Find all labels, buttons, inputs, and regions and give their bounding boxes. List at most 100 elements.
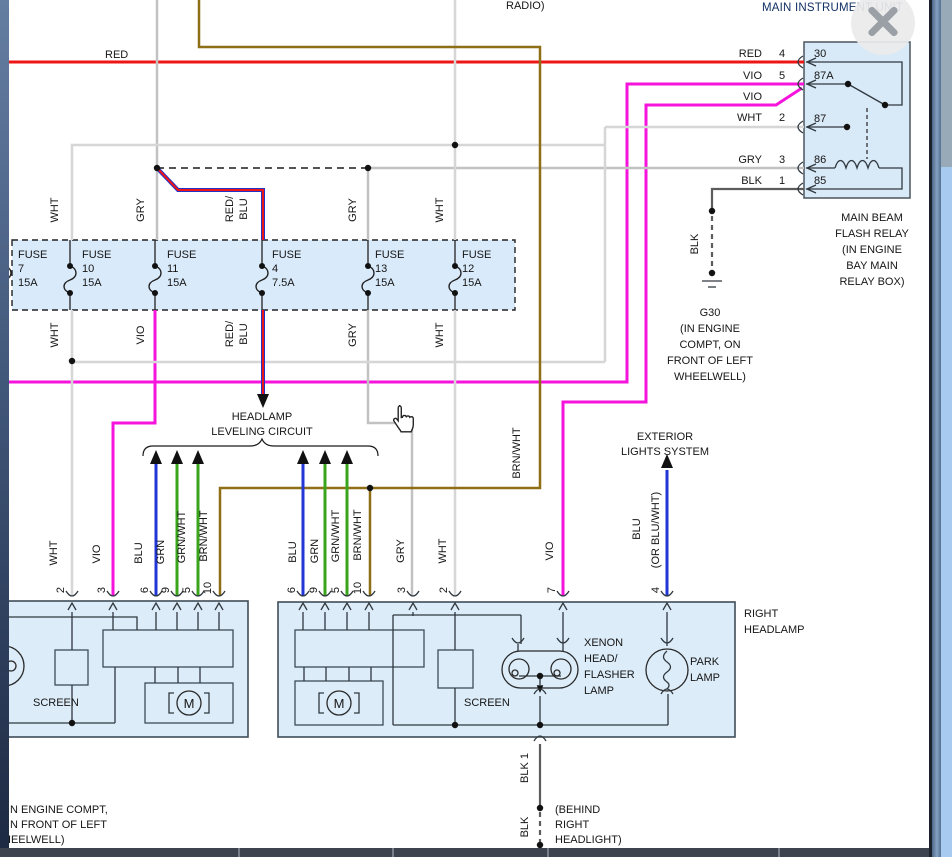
connector-arc-icon bbox=[212, 590, 226, 597]
diagram-label: RED/ bbox=[224, 320, 236, 347]
diagram-label: WHT bbox=[49, 322, 61, 347]
right-motor-box bbox=[294, 680, 384, 726]
arrow-up-icon bbox=[171, 450, 183, 464]
component-line bbox=[168, 692, 174, 714]
diagram-label: BLK bbox=[519, 816, 531, 837]
arrow-up-icon bbox=[297, 450, 309, 464]
diagram-label: BLK 1 bbox=[519, 753, 531, 783]
diagram-label: 4 bbox=[650, 587, 662, 593]
diagram-label: 3 bbox=[779, 154, 785, 166]
connector-arc-icon bbox=[318, 590, 332, 597]
fuse-label: 15A bbox=[167, 277, 187, 289]
diagram-label: (IN ENGINE bbox=[842, 244, 902, 256]
fuse-label: 15A bbox=[82, 277, 102, 289]
connector-arc-icon bbox=[533, 688, 547, 695]
arrow-up-icon bbox=[661, 454, 673, 468]
pin-arrow-icon bbox=[172, 601, 182, 611]
diagram-label: MAIN BEAM bbox=[841, 212, 903, 224]
diagram-label: FLASH RELAY bbox=[835, 228, 909, 240]
pin-arrow-icon bbox=[151, 601, 161, 611]
diagram-label: M bbox=[334, 696, 345, 711]
wire-vio bbox=[111, 310, 157, 596]
junction-dot bbox=[259, 290, 265, 296]
diagram-label: WHT bbox=[434, 197, 446, 222]
connector-arc-icon bbox=[511, 637, 525, 644]
connector-arc-icon bbox=[556, 590, 570, 597]
scrollbar-thumb[interactable] bbox=[941, 0, 952, 167]
taskbar-separator bbox=[778, 848, 780, 857]
pin-arrow-icon bbox=[214, 601, 224, 611]
junction-dot bbox=[452, 290, 458, 296]
junction-dot bbox=[365, 290, 371, 296]
connector-arc-icon bbox=[106, 590, 120, 597]
diagram-label: HEELWELL) bbox=[3, 834, 65, 846]
taskbar-separator bbox=[392, 848, 394, 857]
diagram-label: 6 bbox=[139, 587, 151, 593]
fuse-label: 15A bbox=[375, 277, 395, 289]
junction-dot bbox=[451, 721, 459, 729]
relay-pin-arrow-icon bbox=[805, 79, 817, 89]
wire-blk bbox=[710, 187, 804, 211]
diagram-label: SCREEN bbox=[464, 697, 510, 709]
junction-dot bbox=[67, 290, 73, 296]
right-leveling-module bbox=[294, 629, 425, 668]
connector-arc-icon bbox=[533, 735, 547, 742]
diagram-label: 6 bbox=[286, 587, 298, 593]
connector-arc-icon bbox=[797, 77, 804, 91]
scrollbar-track[interactable] bbox=[941, 0, 952, 857]
diagram-label: BLU bbox=[631, 518, 643, 539]
diagram-label: RIGHT bbox=[555, 819, 590, 831]
close-button[interactable] bbox=[851, 0, 915, 55]
diagram-label: GRY bbox=[347, 323, 359, 347]
pin-arrow-icon bbox=[108, 601, 118, 611]
junction-dot bbox=[452, 263, 458, 269]
diagram-label: 4 bbox=[779, 48, 785, 60]
diagram-label: BLU bbox=[287, 541, 299, 562]
fuse-label: FUSE bbox=[462, 249, 491, 261]
diagram-label: GRN bbox=[155, 540, 167, 565]
diagram-label: N ENGINE COMPT, bbox=[10, 804, 108, 816]
junction-dot bbox=[68, 719, 76, 727]
diagram-label: GRY bbox=[135, 198, 147, 222]
diagram-label: RED bbox=[105, 49, 128, 61]
diagram-label: N FRONT OF LEFT bbox=[10, 819, 107, 831]
diagram-label: 7 bbox=[546, 587, 558, 593]
diagram-label: WHT bbox=[737, 112, 762, 124]
junction-dot bbox=[451, 141, 459, 149]
left-resistor-box bbox=[54, 649, 89, 686]
diagram-label: (OR BLU/WHT) bbox=[650, 492, 662, 568]
lamp-symbol bbox=[176, 690, 202, 716]
junction-dot bbox=[366, 484, 374, 492]
diagram-label: VIO bbox=[743, 91, 762, 103]
junction-dot bbox=[259, 263, 265, 269]
diagram-label: WHEELWELL) bbox=[674, 371, 746, 383]
lamp-symbol bbox=[553, 669, 561, 677]
diagram-label: M bbox=[184, 696, 195, 711]
fuse-label: 15A bbox=[18, 277, 38, 289]
diagram-label: LEVELING CIRCUIT bbox=[211, 426, 313, 438]
diagram-label: WHT bbox=[48, 540, 60, 565]
diagram-label: FLASHER bbox=[584, 669, 635, 681]
diagram-label: BLK bbox=[689, 233, 701, 254]
connector-arc-icon bbox=[191, 590, 205, 597]
fuse-label: 7.5A bbox=[272, 277, 295, 289]
diagram-label: HEADLIGHT) bbox=[555, 834, 622, 846]
fuse-label: 4 bbox=[272, 263, 278, 275]
diagram-label: FRONT OF LEFT bbox=[667, 355, 753, 367]
junction-dot bbox=[708, 207, 716, 215]
right-screen-box bbox=[437, 649, 474, 689]
wire-wht bbox=[70, 143, 605, 240]
diagram-label: RED/ bbox=[224, 195, 236, 222]
arrow-up-icon bbox=[150, 450, 162, 464]
diagram-label: RELAY BOX) bbox=[839, 276, 904, 288]
fuse-element bbox=[448, 265, 462, 294]
lamp-symbol bbox=[508, 658, 530, 680]
junction-dot bbox=[152, 263, 158, 269]
fuse-label: 12 bbox=[462, 263, 474, 275]
diagram-label: GRY bbox=[738, 154, 762, 166]
pin-arrow-icon bbox=[450, 601, 460, 611]
lamp-symbol bbox=[511, 669, 519, 677]
connector-arc-icon bbox=[797, 161, 804, 175]
diagram-label: HEADLAMP bbox=[744, 624, 805, 636]
diagram-label: LIGHTS SYSTEM bbox=[621, 446, 709, 458]
